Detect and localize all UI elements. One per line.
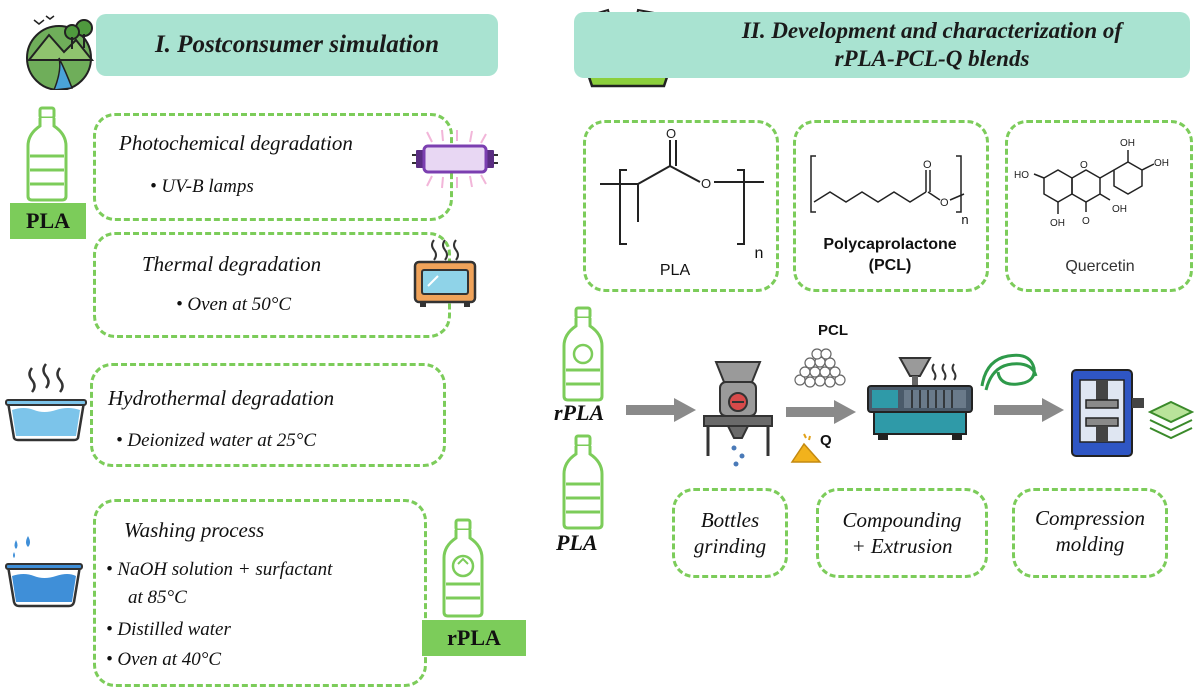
- quercetin-oh-label-1: OH: [1050, 218, 1065, 229]
- hydrothermal-bullet: • Deionized water at 25°C: [116, 429, 316, 453]
- bullet-text: Deionized water at 25°C: [127, 430, 317, 451]
- rpla-tag-label: rPLA: [447, 625, 501, 650]
- hydrothermal-box: [90, 363, 446, 467]
- pcl-molecule-label: Polycaprolactone (PCL): [800, 234, 980, 276]
- bullet-text: Oven at 40°C: [117, 649, 222, 670]
- rpla-bottle-process-icon: [560, 306, 606, 402]
- quercetin-structure: O O HO OH OH OH OH: [1014, 128, 1184, 238]
- pla-molecule-label: PLA: [659, 262, 691, 279]
- section2-title-banner: II. Development and characterization of …: [574, 12, 1190, 78]
- step-label-molding: Compression molding: [1012, 505, 1168, 557]
- svg-text:O: O: [1082, 216, 1090, 227]
- filament-coil-icon: [978, 346, 1044, 396]
- quercetin-oh-label-2: OH: [1112, 204, 1127, 215]
- bullet-text: Oven at 50°C: [187, 294, 292, 315]
- pla-bottle-process-icon: [560, 434, 606, 530]
- thermal-title: Thermal degradation: [142, 252, 322, 276]
- pla-molecule-box: [583, 120, 779, 292]
- section2-title-line2: rPLA-PCL-Q blends: [834, 46, 1030, 71]
- svg-text:O: O: [701, 176, 711, 191]
- bullet-dot: •: [106, 649, 118, 670]
- section2-title-line1: II. Development and characterization of: [741, 18, 1123, 43]
- bullet-dot: •: [106, 619, 118, 640]
- compression-press-icon: [1066, 366, 1146, 458]
- svg-text:O: O: [1080, 160, 1088, 171]
- process-rpla-label: rPLA: [554, 400, 605, 425]
- step-box-molding: [1012, 488, 1168, 578]
- step-line1: Compounding: [842, 508, 962, 532]
- bullet-dot: •: [176, 294, 188, 315]
- stacked-sheets-icon: [1148, 398, 1194, 448]
- pla-tag: PLA: [10, 203, 86, 239]
- extruder-icon: [864, 354, 976, 442]
- arrow-to-extruder: [786, 398, 856, 426]
- bullet-text: NaOH solution + surfactant: [117, 559, 333, 580]
- step-line1: Compression: [1034, 506, 1146, 530]
- bullet-dot: •: [106, 559, 118, 580]
- step-line2: + Extrusion: [851, 534, 953, 558]
- quercetin-oh-label-4: OH: [1120, 138, 1135, 149]
- grinder-icon: [698, 360, 778, 470]
- washing-box: [93, 499, 427, 687]
- pla-bottle-icon: [24, 106, 70, 202]
- step-label-grinding: Bottles grinding: [672, 507, 788, 559]
- pcl-molecule-box: [793, 120, 989, 292]
- process-pla-label: PLA: [556, 530, 598, 555]
- landscape-icon: [14, 10, 104, 90]
- step-box-grinding: [672, 488, 788, 578]
- thermal-box: [93, 232, 451, 338]
- pcl-label-line2: (PCL): [868, 257, 912, 274]
- step-label-compounding: Compounding + Extrusion: [816, 507, 988, 559]
- washing-basin-icon: [4, 536, 84, 608]
- section1-title: I. Postconsumer simulation: [154, 31, 440, 58]
- section1-title-banner: I. Postconsumer simulation: [96, 14, 498, 76]
- bullet-dot: •: [150, 176, 162, 197]
- step-line2: grinding: [693, 534, 767, 558]
- arrow-to-press: [994, 396, 1064, 424]
- washing-title: Washing process: [124, 518, 265, 542]
- quercetin-molecule-box: [1005, 120, 1193, 292]
- hydrothermal-title: Hydrothermal degradation: [108, 386, 335, 410]
- uv-lamp-icon: [412, 128, 498, 190]
- step-line2: molding: [1055, 532, 1125, 556]
- q-process-label: Q: [820, 432, 832, 449]
- washing-bullet-1-cont: at 85°C: [128, 587, 187, 608]
- bullet-dot: •: [116, 430, 128, 451]
- bullet-text: UV-B lamps: [161, 176, 254, 197]
- rpla-tag: rPLA: [422, 620, 526, 656]
- pla-structure: O O: [592, 126, 772, 256]
- water-bath-icon: [4, 362, 88, 442]
- photochemical-title: Photochemical degradation: [119, 131, 353, 155]
- pcl-process-label: PCL: [818, 322, 848, 339]
- thermal-bullet: • Oven at 50°C: [176, 293, 291, 317]
- washing-bullet-2: • Distilled water: [106, 618, 231, 642]
- step-line1: Bottles: [700, 508, 760, 532]
- quercetin-molecule-label: Quercetin: [1065, 258, 1135, 275]
- quercetin-oh-label-3: OH: [1154, 158, 1169, 169]
- pcl-pellets-icon: [790, 346, 850, 390]
- pla-molecule-n: n: [754, 245, 764, 262]
- svg-text:O: O: [666, 126, 676, 141]
- pcl-label-line1: Polycaprolactone: [823, 236, 957, 253]
- washing-bullet-1: • NaOH solution + surfactant: [106, 558, 332, 582]
- oven-icon: [412, 236, 478, 308]
- arrow-to-grinder: [626, 396, 696, 424]
- quercetin-ho-label: HO: [1014, 170, 1029, 181]
- pcl-structure: O O: [806, 148, 976, 228]
- bullet-text: Distilled water: [117, 619, 231, 640]
- quercetin-powder-icon: [790, 430, 824, 464]
- washing-bullet-3: • Oven at 40°C: [106, 648, 221, 672]
- photochemical-bullet: • UV-B lamps: [150, 175, 254, 199]
- pla-tag-label: PLA: [26, 208, 70, 233]
- rpla-bottle-icon: [440, 518, 486, 618]
- pcl-molecule-n: n: [961, 212, 969, 227]
- svg-text:O: O: [923, 159, 932, 171]
- svg-text:O: O: [940, 197, 949, 209]
- step-box-compounding: [816, 488, 988, 578]
